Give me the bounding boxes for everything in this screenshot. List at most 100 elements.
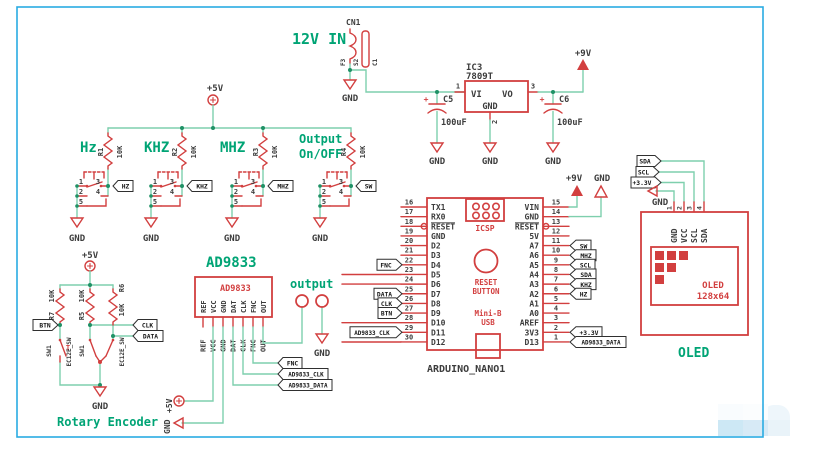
gnd-symbol — [343, 79, 357, 90]
svg-text:D7: D7 — [431, 290, 441, 299]
net-tag — [277, 379, 333, 391]
sw-pin-num: 1 — [79, 178, 83, 186]
svg-text:A0: A0 — [529, 309, 539, 318]
sw-pin-num: 4 — [96, 188, 100, 196]
net-tag — [277, 357, 303, 369]
svg-text:D3: D3 — [431, 251, 441, 260]
junction-dot — [88, 283, 92, 287]
sw-pin-num: 2 — [322, 188, 326, 196]
pin-row: 21 D3 — [400, 247, 441, 260]
pin-row: 17 RX0 — [400, 208, 446, 222]
resistor-value: 10K — [48, 289, 56, 302]
pin-row: 16 TX1 — [400, 199, 446, 212]
sw-pin-num: 1 — [322, 178, 326, 186]
svg-text:REF: REF — [200, 300, 208, 313]
c5-ref: C5 — [443, 95, 453, 105]
ad9833-pin: VCC VCC — [210, 300, 219, 352]
pin-row: 8 A4 — [529, 266, 570, 279]
gnd-symbol — [315, 333, 329, 344]
net-tag-label: SDA — [639, 159, 651, 166]
svg-text:VIN: VIN — [525, 203, 540, 212]
power-input-section: 12V IN CN1 F3 S2 C1 GND — [292, 18, 466, 104]
svg-text:1: 1 — [666, 206, 674, 210]
actuator-mark: T — [66, 344, 70, 352]
pin-row: 27 D9 — [400, 305, 441, 318]
junction-dot — [435, 90, 439, 94]
arduino-right-pins: 15 VIN 14 GND 13 RESET 12 5V 11 A7 10 — [515, 199, 570, 347]
encoder-contacts — [58, 338, 115, 364]
svg-text:14: 14 — [552, 208, 560, 216]
ic3-pin-num: 3 — [531, 83, 535, 91]
net-tag-label: SW — [580, 243, 588, 250]
section-label: KHZ — [144, 140, 169, 156]
svg-text:28: 28 — [405, 314, 413, 322]
resistor-ref: R3 — [252, 148, 260, 156]
svg-text:VCC: VCC — [680, 228, 689, 243]
junction-dot — [180, 126, 184, 130]
oled-screen — [650, 246, 739, 306]
gnd-symbol — [430, 142, 444, 153]
jack-pin-label: S2 — [353, 58, 360, 66]
svg-text:OUT: OUT — [260, 300, 268, 313]
net-tag — [569, 287, 592, 300]
net-tag-label: SW — [365, 184, 373, 191]
svg-text:8: 8 — [554, 266, 558, 274]
net-tag — [132, 330, 164, 342]
gnd-label: GND — [224, 234, 241, 244]
pin-row: 5 A1 — [529, 295, 570, 308]
junction-dot — [211, 126, 215, 130]
net-tag-label: AD9833_CLK — [288, 373, 324, 379]
net-tag-label: FNC — [380, 263, 392, 270]
svg-text:A4: A4 — [529, 270, 539, 279]
sw-pin-num: 2 — [153, 188, 157, 196]
pin-row: 19 GND — [400, 227, 446, 241]
oled-pins: 1 GND 2 VCC 3 SCL 4 SDA — [666, 201, 709, 243]
pin-row: 9 A5 — [529, 256, 570, 270]
resistor-value: 10K — [118, 303, 126, 316]
ic3-pin-vo: VO — [502, 90, 513, 100]
icsp-pins — [471, 202, 500, 220]
plus9v-label: +9V — [575, 49, 592, 59]
svg-text:21: 21 — [405, 247, 413, 255]
pin-row: 3 AREF — [520, 314, 570, 328]
svg-text:4: 4 — [554, 305, 558, 313]
svg-text:9: 9 — [554, 256, 558, 264]
arduino-left-pins: 16 TX1 17 RX0 18 RESET 19 GND 20 D2 21 — [400, 199, 455, 347]
sw-pin-num: 5 — [234, 198, 238, 206]
plus9v-symbol — [571, 185, 583, 196]
svg-text:OUT: OUT — [260, 339, 268, 352]
pin-row: 12 5V — [529, 227, 570, 241]
svg-text:2: 2 — [676, 206, 684, 210]
switch-bank: +5V Hz R1 10K 1 2 5 3 4 HZ GND — [69, 84, 377, 244]
wires — [568, 195, 602, 218]
resistor-symbol — [346, 132, 356, 170]
pin-row: 20 D2 — [400, 237, 441, 251]
net-tag-label: CLK — [381, 301, 393, 308]
plus9v-label: +9V — [566, 174, 583, 184]
pin-row: 18 RESET — [400, 218, 455, 231]
ic3-ref: IC3 — [466, 63, 482, 73]
svg-text:27: 27 — [405, 305, 413, 313]
pin-row: 15 VIN — [525, 199, 570, 212]
pushbutton-symbol — [71, 172, 110, 227]
svg-text:RESET: RESET — [515, 222, 539, 231]
net-tag — [636, 155, 662, 167]
oled-pin: 1 GND — [666, 201, 679, 243]
net-tag — [277, 368, 329, 380]
sw-pin-num: 3 — [96, 178, 100, 186]
gnd-label: GND — [163, 419, 172, 434]
svg-text:A1: A1 — [529, 299, 539, 308]
pin-row: 1 D13 — [525, 333, 570, 347]
pin-row: 29 D11 — [400, 324, 446, 337]
net-tag-label: KHZ — [580, 282, 592, 289]
output-label: output — [290, 277, 333, 291]
gnd-label: GND — [429, 157, 446, 167]
resistor-value: 10K — [271, 145, 279, 158]
net-tag-label: BTN — [39, 323, 51, 330]
oled-screen-label: OLED — [702, 281, 724, 291]
net-tag-label: DATA — [143, 334, 158, 341]
ic3-pin-num: 2 — [491, 120, 499, 124]
resistor-symbol — [258, 132, 268, 170]
svg-text:22: 22 — [405, 256, 413, 264]
